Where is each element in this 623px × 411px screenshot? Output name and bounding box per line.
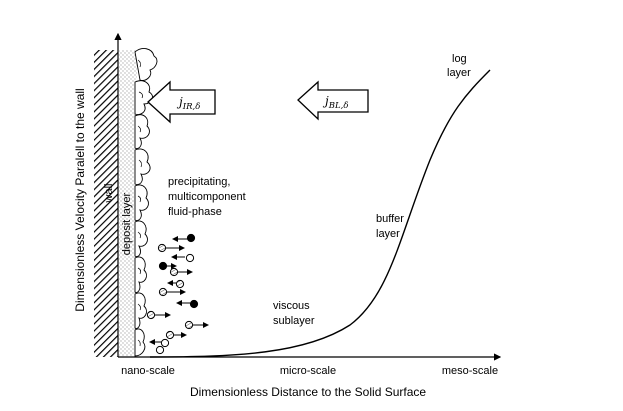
particle-striped	[175, 279, 185, 289]
particle-dark	[189, 299, 199, 309]
viscous-sublayer-label-line2: sublayer	[273, 315, 315, 327]
particle-striped	[184, 320, 194, 330]
particle-striped	[165, 330, 175, 340]
fluid-label-line1: precipitating,	[168, 176, 230, 188]
wall-region	[94, 50, 118, 357]
boundary-layer-flux-arrow: jBL,δ	[297, 80, 369, 121]
x-tick-meso-scale: meso-scale	[442, 365, 498, 377]
deposit-layer-label: deposit layer	[121, 192, 133, 255]
x-axis-title: Dimensionless Distance to the Solid Surf…	[190, 385, 426, 399]
particle-open	[185, 253, 195, 263]
buffer-layer-label-line2: layer	[376, 228, 400, 240]
interface-flux-symbol: jIR,δ	[176, 95, 200, 112]
particle-dark	[186, 233, 196, 243]
particle-open	[155, 345, 165, 355]
particle-striped	[169, 267, 179, 277]
buffer-layer-label-line1: buffer	[376, 213, 404, 225]
fluid-label-line2: multicomponent	[168, 191, 246, 203]
deposit-surface	[134, 48, 158, 357]
interface-flux-arrow: jIR,δ	[147, 80, 216, 124]
boundary-flux-symbol: jBL,δ	[322, 94, 348, 111]
particle-striped	[146, 310, 156, 320]
particle-dark	[158, 261, 168, 271]
deposit-surface-details	[137, 59, 143, 347]
viscous-sublayer-label-line1: viscous	[273, 300, 310, 312]
x-tick-micro-scale: micro-scale	[280, 365, 336, 377]
deposit-layer-region	[119, 50, 137, 357]
fluid-label-line3: fluid-phase	[168, 206, 222, 218]
particle-striped	[157, 243, 167, 253]
y-axis-title: Dimensionless Velocity Paralell to the w…	[73, 88, 87, 311]
particles	[146, 233, 209, 355]
log-layer-label-line2: layer	[447, 67, 471, 79]
log-layer-label-line1: log	[452, 53, 467, 65]
particle-striped	[158, 287, 168, 297]
particle-open	[160, 338, 170, 348]
x-tick-nano-scale: nano-scale	[121, 365, 175, 377]
velocity-profile-curve	[149, 69, 491, 358]
wall-label: wall	[103, 184, 115, 204]
